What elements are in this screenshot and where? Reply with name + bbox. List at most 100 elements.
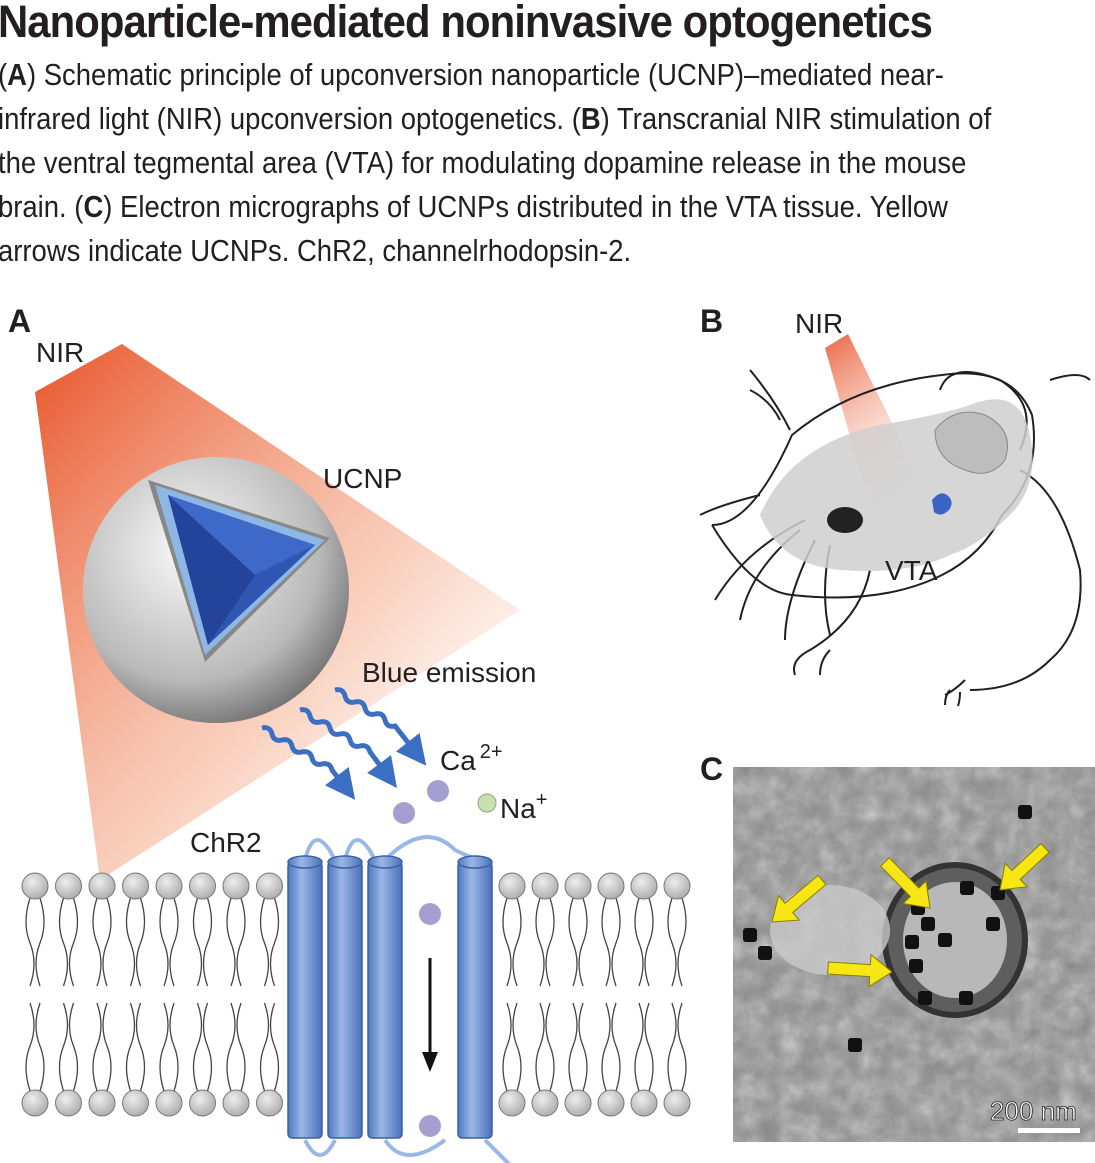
lipid-head	[531, 1089, 559, 1117]
ucnp-particle-em	[960, 881, 974, 895]
scale-bar-label: 200 nm	[990, 1096, 1077, 1126]
lipid-bilayer	[21, 872, 691, 1117]
yellow-arrow	[827, 953, 893, 988]
yellow-arrow	[999, 842, 1050, 891]
ucnp-particle-em	[909, 959, 923, 973]
yellow-arrow	[880, 857, 931, 909]
blue-emission-arrows	[261, 687, 427, 800]
caption-text-a: ) Schematic principle of upconversion na…	[0, 58, 944, 136]
lipid-tail	[92, 1002, 112, 1092]
panel-c-label: C	[700, 751, 723, 787]
panel-c: C 200 nm	[700, 751, 1095, 1142]
ucnp-particle	[83, 457, 349, 723]
calcium-ion	[393, 802, 415, 824]
lipid-tail	[25, 897, 45, 987]
figure-caption: (A) Schematic principle of upconversion …	[0, 53, 1024, 273]
lipid-tail	[502, 897, 522, 987]
lipid-head	[498, 872, 526, 900]
lipid-tail	[568, 1002, 588, 1092]
paren: (	[0, 58, 7, 92]
lipid-tail	[125, 897, 146, 987]
lipid-head	[630, 872, 658, 900]
lipid-head	[222, 872, 250, 900]
panel-a-label: A	[8, 303, 31, 339]
lipid-head	[88, 1089, 116, 1117]
blue-emission-label: Blue emission	[362, 657, 536, 688]
caption-tag-a: A	[7, 58, 27, 92]
lipid-tail	[159, 1002, 179, 1092]
lipid-head	[531, 872, 559, 900]
lipid-tail	[535, 1002, 555, 1092]
lipid-head	[189, 872, 216, 900]
ucnp-particle-em	[743, 928, 757, 942]
lipid-head	[256, 1089, 283, 1117]
panel-b-label: B	[700, 303, 723, 339]
nir-label-a: NIR	[36, 337, 84, 368]
yellow-arrow	[771, 874, 827, 923]
lipid-tail	[192, 1002, 213, 1092]
lipid-tail	[601, 897, 621, 987]
na-text: Na	[500, 793, 536, 824]
lipid-tail	[667, 897, 687, 987]
ucnp-particle-em	[848, 1038, 862, 1052]
lipid-head	[222, 1089, 250, 1117]
figure-title: Nanoparticle-mediated noninvasive optoge…	[0, 0, 933, 47]
lipid-tail	[634, 1002, 654, 1092]
caption-tag-c: C	[83, 190, 104, 224]
lipid-head	[663, 872, 691, 900]
lipid-head	[122, 1089, 149, 1117]
sodium-ion	[477, 793, 497, 813]
lipid-tail	[634, 897, 654, 987]
lipid-tail	[159, 897, 179, 987]
ca-charge: 2+	[480, 741, 503, 763]
lipid-tail	[25, 1002, 45, 1092]
vta-label: VTA	[885, 555, 938, 586]
lipid-tail	[226, 1002, 246, 1092]
lipid-head	[21, 1089, 49, 1117]
lipid-head	[630, 1089, 658, 1117]
lipid-tail	[259, 897, 280, 987]
cerebellum	[934, 411, 1008, 474]
ucnp-particle-em	[1018, 805, 1032, 819]
lipid-head	[564, 872, 592, 900]
lipid-head	[155, 1089, 183, 1117]
lipid-tail	[259, 1002, 280, 1092]
lipid-head	[663, 1089, 691, 1117]
ucnp-particle-em	[758, 946, 772, 960]
lipid-tail	[226, 897, 246, 987]
chr2-channel	[287, 835, 511, 1163]
lipid-head	[597, 1089, 625, 1117]
lipid-head	[597, 872, 625, 900]
lipid-tail	[92, 897, 112, 987]
ca-text: Ca	[440, 745, 476, 776]
na-charge: +	[536, 789, 548, 811]
lipid-tail	[535, 897, 555, 987]
calcium-ion	[427, 780, 449, 802]
ucnp-particle-em	[959, 991, 973, 1005]
lipid-tail	[192, 897, 213, 987]
ucnp-label: UCNP	[323, 463, 402, 494]
lipid-head	[155, 872, 183, 900]
lipid-tail	[568, 897, 588, 987]
chr2-label: ChR2	[190, 827, 262, 858]
lipid-head	[21, 872, 49, 900]
lipid-tail	[125, 1002, 146, 1092]
lipid-tail	[58, 897, 79, 987]
caption-text-b: ) Transcranial NIR stimulation of the ve…	[0, 102, 992, 224]
ucnp-particle-em	[905, 935, 919, 949]
lipid-head	[564, 1089, 592, 1117]
lipid-head	[88, 872, 116, 900]
nir-label-b: NIR	[795, 308, 843, 339]
lipid-head	[55, 872, 82, 900]
lipid-tail	[502, 1002, 522, 1092]
ucnp-particle-em	[938, 933, 952, 947]
panel-b: B NIR VTA	[699, 303, 1091, 707]
caption-tag-b: B	[580, 102, 601, 136]
electron-micrograph: 200 nm	[733, 767, 1095, 1142]
na-label: Na+	[500, 789, 547, 824]
vta-region	[932, 493, 952, 515]
lipid-tail	[667, 1002, 687, 1092]
